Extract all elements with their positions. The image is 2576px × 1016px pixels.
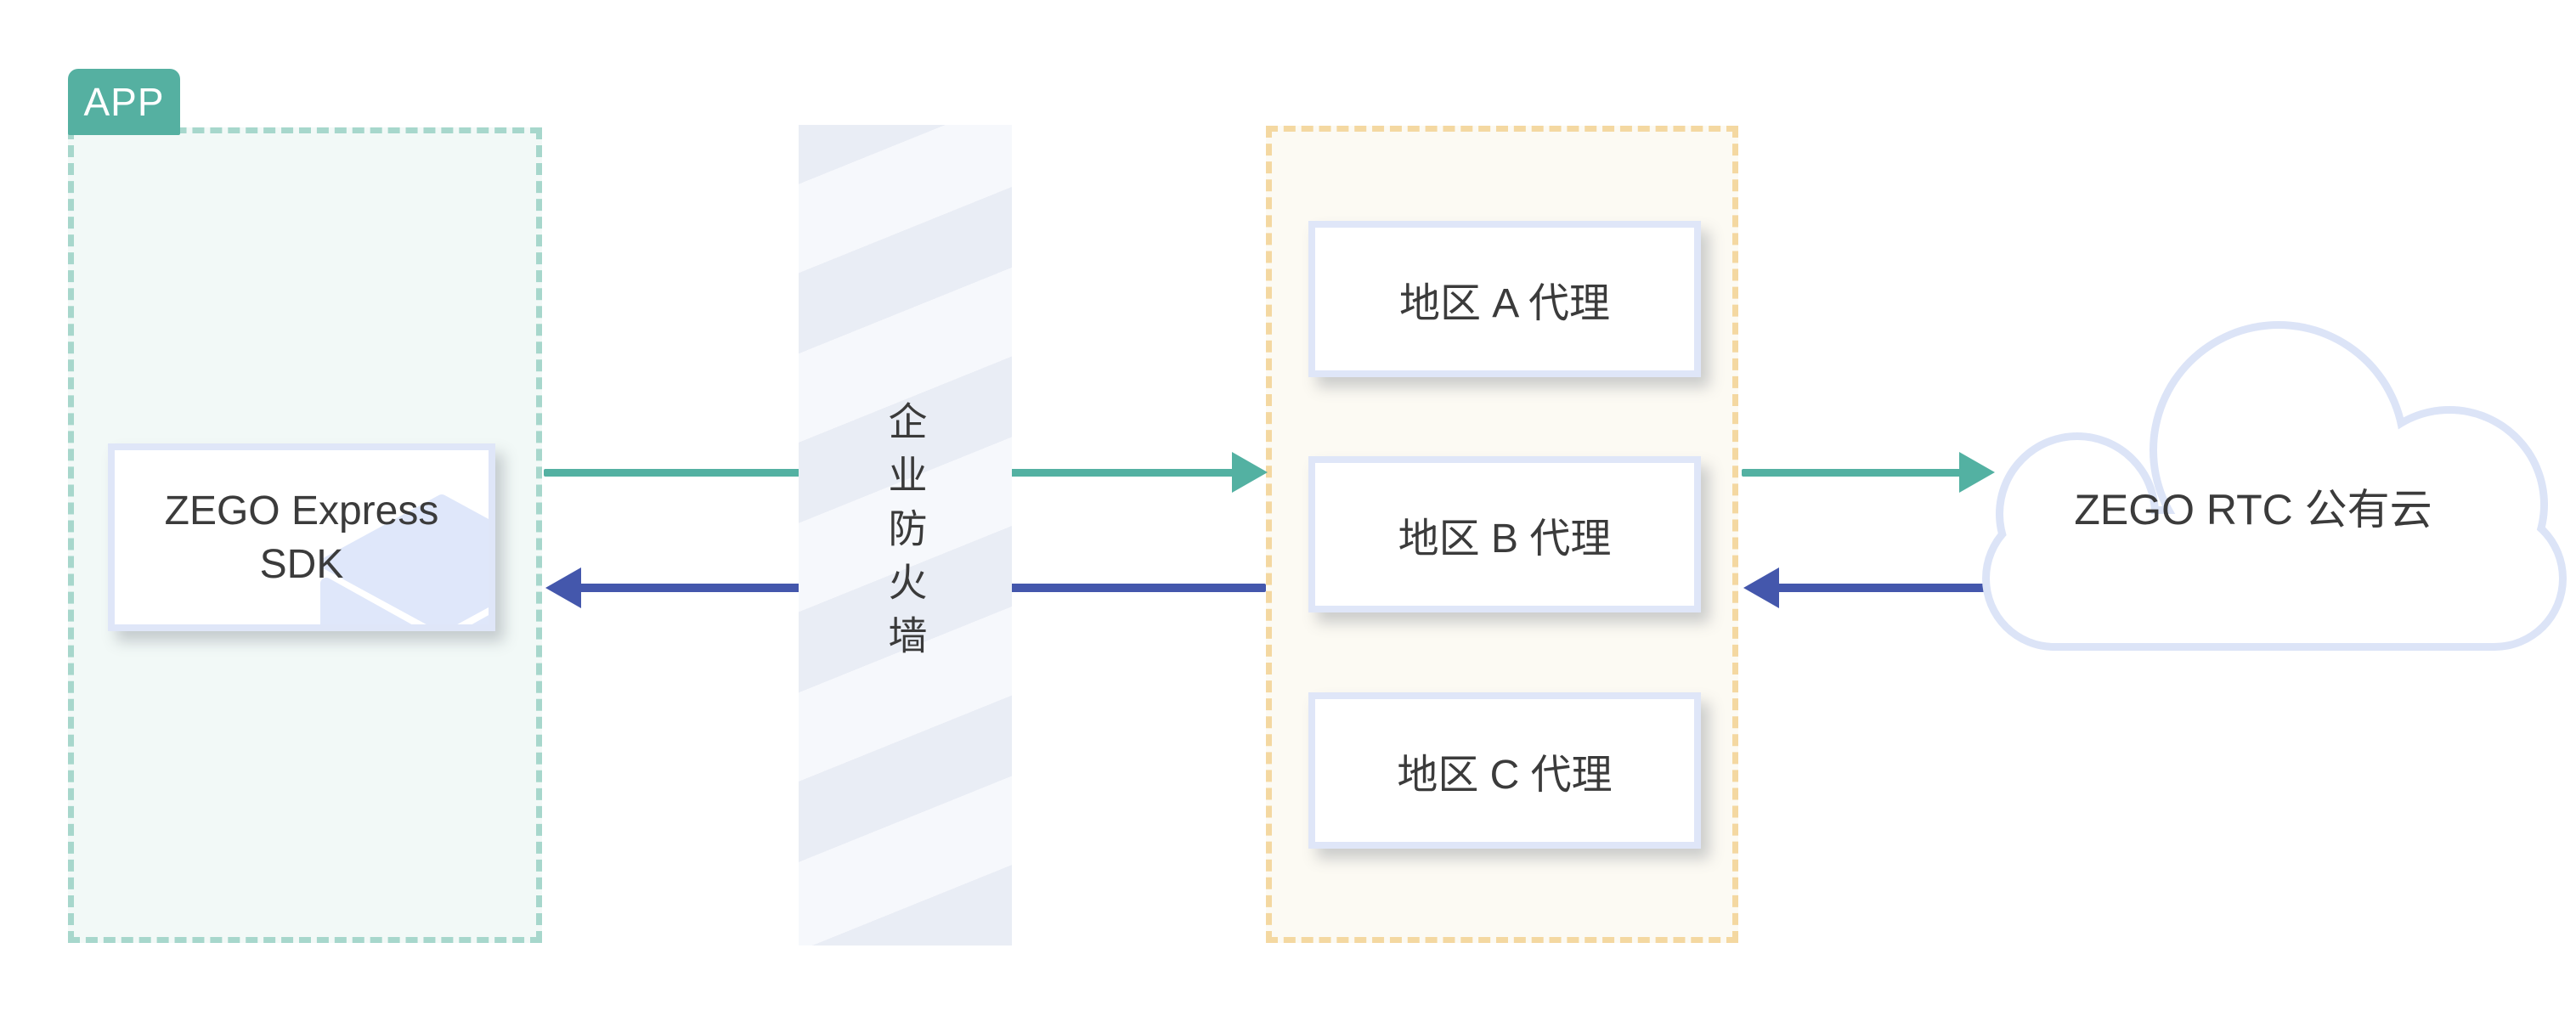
cloud-fill-base	[1990, 514, 2559, 643]
proxy-node-c: 地区 C 代理	[1308, 692, 1701, 849]
proxy-node-b-label: 地区 B 代理	[1398, 516, 1612, 562]
app-group-tag-label: APP	[83, 80, 165, 124]
arrow-proxy-to-cloud-line	[1742, 469, 1961, 477]
proxy-node-c-label: 地区 C 代理	[1397, 753, 1613, 798]
app-group-tag: APP	[68, 69, 180, 135]
proxy-node-b: 地区 B 代理	[1308, 456, 1701, 612]
cube-icon	[320, 494, 489, 624]
arrow-cloud-to-proxy-head-icon	[1743, 567, 1779, 608]
sdk-node-label: ZEGO Express SDK	[164, 488, 439, 587]
cloud-label: ZEGO RTC 公有云	[2074, 486, 2432, 533]
firewall-label: 企业防火墙	[883, 401, 928, 669]
firewall-bar: 企业防火墙	[799, 125, 1012, 945]
arrow-proxy-to-app-head-icon	[545, 567, 581, 608]
proxy-node-a: 地区 A 代理	[1308, 221, 1701, 377]
arrow-cloud-to-proxy-line	[1777, 584, 2025, 592]
arrow-proxy-to-cloud-head-icon	[1959, 452, 1995, 493]
proxy-node-a-label: 地区 A 代理	[1398, 281, 1611, 326]
sdk-node: ZEGO Express SDK	[108, 443, 495, 631]
arrow-app-to-proxy-head-icon	[1232, 452, 1268, 493]
cloud-shape: ZEGO RTC 公有云	[1977, 313, 2572, 657]
